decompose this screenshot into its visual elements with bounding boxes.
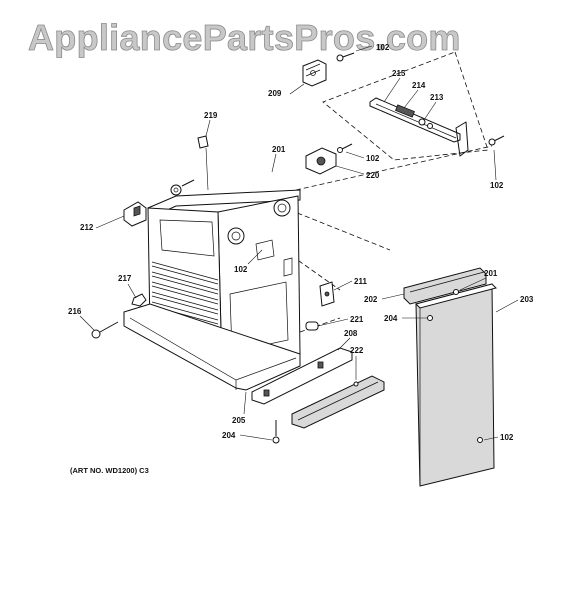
alignment-line-1 bbox=[295, 145, 493, 191]
callout-220: 220 bbox=[366, 171, 380, 180]
callout-213: 213 bbox=[430, 93, 444, 102]
screw-216 bbox=[91, 321, 119, 339]
clip-217 bbox=[131, 293, 147, 307]
callout-211: 211 bbox=[354, 277, 367, 286]
callout-221: 221 bbox=[350, 315, 364, 324]
leader-line-219 bbox=[205, 147, 209, 191]
cap-212 bbox=[123, 201, 147, 227]
alignment-line-2 bbox=[289, 209, 391, 251]
callout-201-door: 201 bbox=[484, 269, 498, 278]
callout-215: 215 bbox=[392, 69, 406, 78]
callout-labels: 102 209 215 214 213 102 219 201 102 220 … bbox=[68, 43, 534, 442]
screw-204-bottom bbox=[272, 420, 280, 444]
hinge-bracket-209 bbox=[302, 59, 327, 87]
bumper-221 bbox=[305, 321, 319, 331]
door-trim-202 bbox=[403, 267, 487, 305]
callout-208: 208 bbox=[344, 329, 358, 338]
clip-219 bbox=[197, 135, 209, 149]
screw-102-top bbox=[336, 52, 355, 62]
screw-102-bottom bbox=[477, 437, 483, 443]
callout-222: 222 bbox=[350, 346, 364, 355]
washer-nut bbox=[170, 179, 195, 196]
callout-202: 202 bbox=[364, 295, 378, 304]
callout-102-frame: 102 bbox=[234, 265, 248, 274]
lid-bracket-220 bbox=[305, 147, 337, 175]
dashed-boundary bbox=[322, 51, 489, 161]
callout-205: 205 bbox=[232, 416, 246, 425]
watermark-text: AppliancePartsPros.com bbox=[28, 17, 461, 58]
cabinet-frame-205 bbox=[123, 189, 301, 391]
callout-216: 216 bbox=[68, 307, 82, 316]
callout-201: 201 bbox=[272, 145, 286, 154]
callout-203: 203 bbox=[520, 295, 534, 304]
callout-102-mid: 102 bbox=[366, 154, 380, 163]
callout-212: 212 bbox=[80, 223, 94, 232]
handle-222 bbox=[291, 375, 385, 429]
callout-214: 214 bbox=[412, 81, 426, 90]
callout-102: 102 bbox=[376, 43, 390, 52]
callout-204-door: 204 bbox=[384, 314, 398, 323]
callout-209: 209 bbox=[268, 89, 282, 98]
alignment-line-4 bbox=[299, 317, 341, 333]
art-number-note: (ART NO. WD1200) C3 bbox=[70, 466, 149, 475]
rail-assembly bbox=[369, 97, 469, 157]
door-panel-203 bbox=[415, 283, 497, 487]
callout-217: 217 bbox=[118, 274, 132, 283]
bracket-211 bbox=[319, 281, 335, 307]
callout-204-bottom: 204 bbox=[222, 431, 236, 440]
screw-204-door bbox=[427, 315, 433, 321]
callout-219: 219 bbox=[204, 111, 218, 120]
leader-line bbox=[355, 45, 373, 52]
screw-102-right bbox=[488, 135, 505, 146]
callout-102-right: 102 bbox=[490, 181, 504, 190]
screw-102-mid bbox=[337, 143, 353, 153]
screw-201-door bbox=[453, 289, 459, 295]
kick-plate-208 bbox=[251, 347, 353, 405]
callout-102-bottom: 102 bbox=[500, 433, 514, 442]
